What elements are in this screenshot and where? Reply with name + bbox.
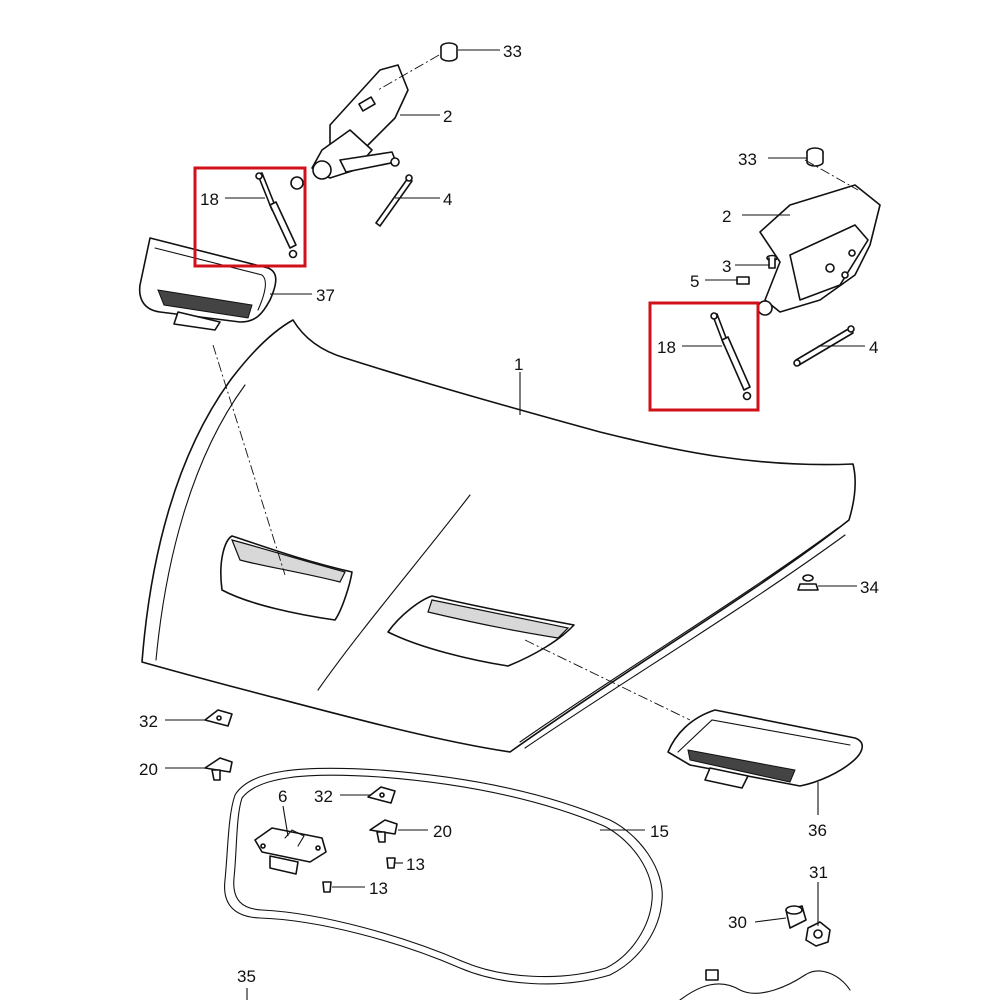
callout-2-left: 2 xyxy=(443,107,452,126)
bracket-32-center xyxy=(367,786,396,804)
callout-31: 31 xyxy=(809,863,828,882)
left-hinge xyxy=(311,64,409,180)
callout-36: 36 xyxy=(808,821,827,840)
hood-panel xyxy=(141,319,856,753)
left-vent-grille xyxy=(138,237,277,331)
callout-4-left: 4 xyxy=(443,190,452,209)
callout-4-right: 4 xyxy=(869,338,878,357)
callout-33-left: 33 xyxy=(503,42,522,61)
callout-32-left: 32 xyxy=(139,712,158,731)
callout-32-center: 32 xyxy=(314,787,333,806)
hood-bumper-34 xyxy=(797,574,819,591)
bracket-32-left xyxy=(204,709,233,727)
highlight-box-left-strut xyxy=(193,166,307,268)
bracket-20-center xyxy=(369,819,398,843)
callout-18-right: 18 xyxy=(657,338,676,357)
right-hinge xyxy=(757,184,881,316)
callout-18-left: 18 xyxy=(200,190,219,209)
left-gas-strut xyxy=(255,172,298,259)
release-cable xyxy=(679,969,851,1000)
leader-lines xyxy=(165,49,865,1000)
callout-20-left: 20 xyxy=(139,760,158,779)
grommet-30 xyxy=(785,905,807,929)
callout-5: 5 xyxy=(690,272,699,291)
nut-31 xyxy=(805,921,831,947)
left-hinge-bumper xyxy=(440,42,458,62)
left-hood-rod xyxy=(375,174,413,227)
right-hinge-bolt xyxy=(766,254,778,269)
callout-13-center: 13 xyxy=(406,855,425,874)
left-strut-bracket xyxy=(290,176,304,190)
right-gas-strut xyxy=(710,312,752,401)
right-hinge-bumper xyxy=(806,147,824,167)
callout-34: 34 xyxy=(860,578,879,597)
callout-37: 37 xyxy=(316,286,335,305)
alignment-lines xyxy=(212,54,859,721)
callout-20-center: 20 xyxy=(433,822,452,841)
callout-6: 6 xyxy=(278,787,287,806)
highlight-box-right-strut xyxy=(648,301,760,412)
callout-15: 15 xyxy=(650,822,669,841)
callout-33-right: 33 xyxy=(738,150,757,169)
bracket-20-left xyxy=(204,757,233,781)
callout-3: 3 xyxy=(722,257,731,276)
hood-latch xyxy=(254,827,327,875)
callout-35: 35 xyxy=(237,967,256,986)
callout-30: 30 xyxy=(728,913,747,932)
hood-seal xyxy=(224,767,663,985)
callout-2-right: 2 xyxy=(722,207,731,226)
right-vent-grille xyxy=(667,709,863,789)
right-hinge-screw xyxy=(736,276,750,285)
screw-13-center xyxy=(386,857,396,869)
callout-1: 1 xyxy=(514,355,523,374)
callout-13-left: 13 xyxy=(369,879,388,898)
screw-13-left xyxy=(322,881,332,893)
